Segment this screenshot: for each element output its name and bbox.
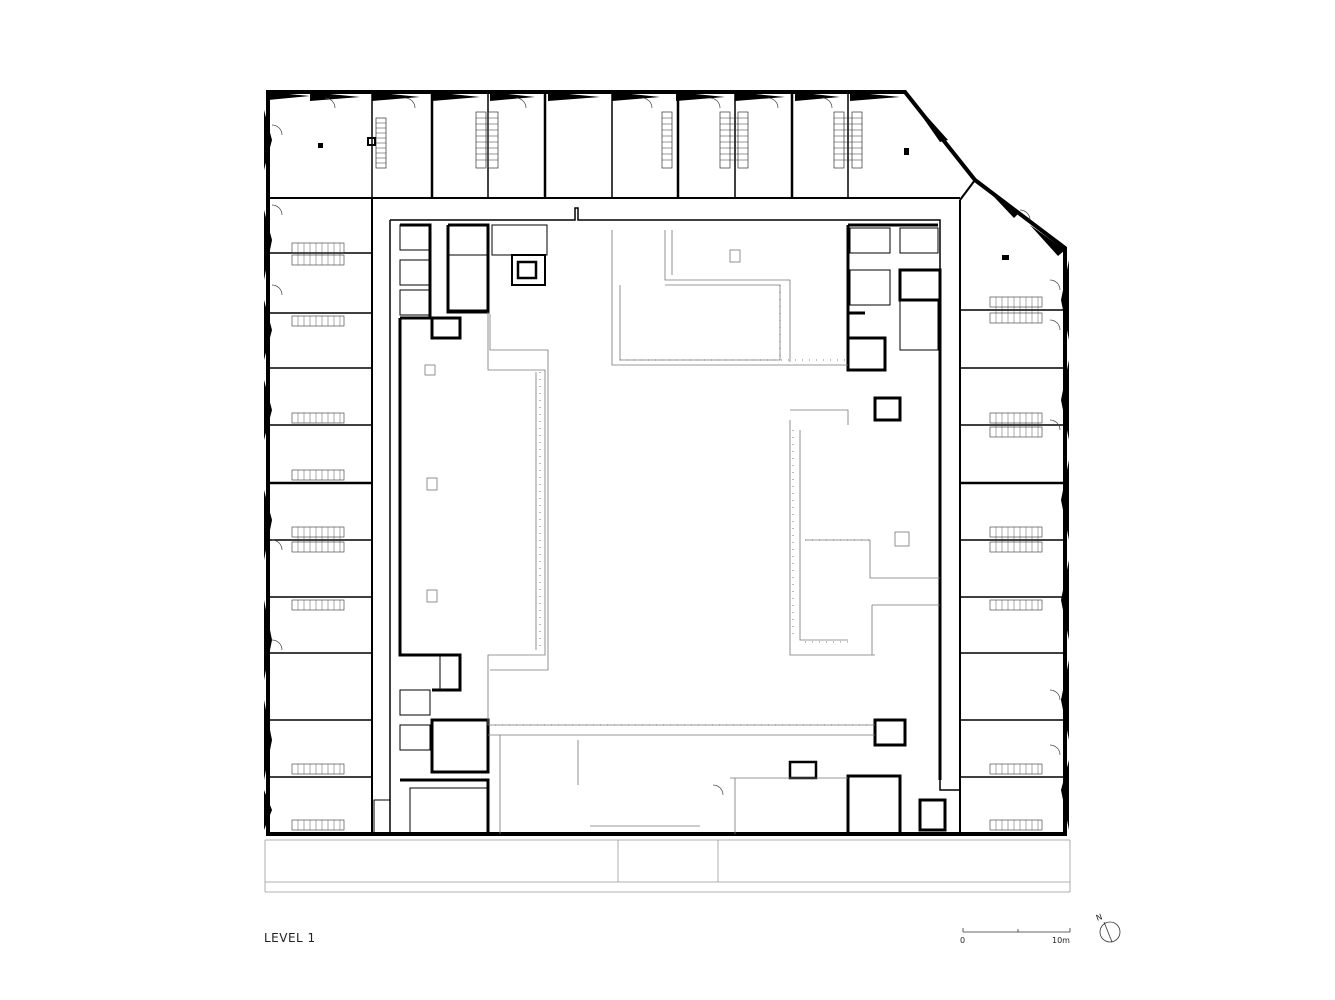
courtyard-skylights — [424, 249, 910, 603]
left-stairs — [291, 242, 345, 831]
plan-title: LEVEL 1 — [264, 931, 316, 945]
compass-icon — [1099, 921, 1121, 943]
outer-wall — [266, 90, 1067, 836]
left-units — [268, 198, 373, 834]
inner-walls — [398, 223, 947, 836]
facade-panels — [264, 92, 1069, 830]
top-units — [268, 92, 976, 201]
north-label: N — [1095, 912, 1104, 923]
right-stair-treads — [995, 297, 1039, 830]
top-stairs — [375, 111, 863, 169]
utility-rooms — [373, 224, 939, 835]
right-units — [959, 200, 1065, 834]
north-arrow: N — [1095, 912, 1121, 943]
railings — [488, 285, 875, 726]
scale-start-label: 0 — [960, 936, 965, 945]
courtyard — [487, 230, 940, 834]
columns — [318, 137, 1009, 260]
right-stairs — [989, 296, 1043, 831]
outer-walls — [266, 90, 1067, 836]
scale-bar — [962, 928, 1071, 933]
top-stair-treads — [376, 117, 862, 164]
scale-end-label: 10m — [1052, 936, 1070, 945]
left-stair-treads — [297, 243, 341, 830]
doors — [271, 97, 1061, 796]
street — [264, 839, 1071, 893]
